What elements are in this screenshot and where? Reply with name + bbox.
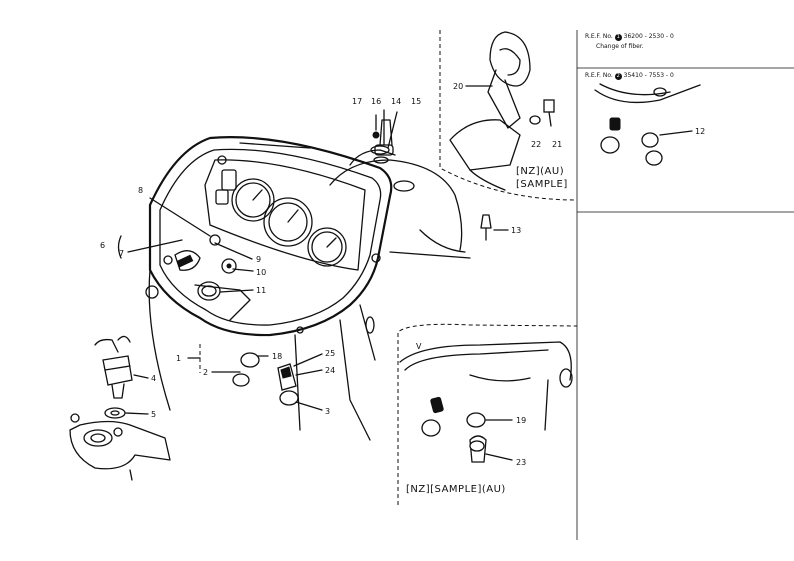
callout-19: 19: [516, 416, 527, 425]
callout-9: 9: [256, 255, 262, 264]
bottom-inset-letter: V: [416, 342, 422, 351]
callout-16: 16: [371, 97, 382, 106]
ref2-line: R.E.F. No. 2 35410 - 7553 - 0: [585, 72, 674, 80]
horn-bracket-20: [449, 31, 555, 191]
ref2-label: R.E.F. No.: [585, 72, 613, 79]
callout-4: 4: [151, 374, 157, 383]
callout-20: 20: [453, 82, 464, 91]
sender-4: [69, 335, 171, 481]
leader-11: [219, 289, 254, 293]
switch-24-25: [277, 353, 323, 411]
leader-10: [232, 268, 254, 272]
callout-12: 12: [695, 127, 706, 136]
callout-23: 23: [516, 458, 527, 467]
callout-3: 3: [325, 407, 331, 416]
callout-10: 10: [256, 268, 267, 277]
top-inset-caption: [NZ](AU): [516, 166, 565, 177]
callout-17: 17: [352, 97, 363, 106]
callout-5: 5: [151, 410, 157, 419]
ref1-line: R.E.F. No. 1 36200 - 2530 - 0: [585, 33, 674, 41]
callout-18: 18: [272, 352, 283, 361]
ref1-code: 36200 - 2530 - 0: [623, 33, 674, 40]
callout-6: 6: [100, 241, 106, 250]
fuel-tank: [329, 119, 466, 253]
callout-13: 13: [511, 226, 522, 235]
knob-assembly-18: [187, 344, 269, 387]
key-switch-assembly: [174, 234, 251, 321]
callout-25: 25: [325, 349, 336, 358]
instrument-panel: [148, 136, 471, 337]
callout-24: 24: [325, 366, 336, 375]
ref1-marker: 1: [614, 34, 622, 41]
bottom-inset-parts: [399, 341, 573, 463]
callout-14: 14: [391, 97, 402, 106]
callout-22: 22: [531, 140, 542, 149]
callout-1: 1: [176, 354, 182, 363]
leader-9: [214, 242, 253, 260]
top-inset-subcaption: [SAMPLE]: [516, 179, 568, 190]
ref2-code: 35410 - 7553 - 0: [623, 72, 674, 79]
callout-7: 7: [119, 249, 125, 258]
bottom-inset-caption: [NZ][SAMPLE](AU): [406, 484, 506, 495]
callout-21: 21: [552, 140, 563, 149]
ref1-label: R.E.F. No.: [585, 33, 613, 40]
top-inset-boundary: [439, 30, 578, 201]
ref1-note: Change of fiber.: [596, 43, 644, 50]
callout-15: 15: [411, 97, 422, 106]
ref-panel-2-parts: [594, 83, 701, 166]
cap-stack: [370, 109, 398, 164]
callout-11: 11: [256, 286, 267, 295]
bracket-6: [117, 235, 122, 259]
sensor-13: [480, 214, 509, 241]
leader-8: [149, 197, 211, 237]
ref2-marker: 2: [614, 73, 622, 80]
column-cover: [145, 269, 376, 441]
bottom-inset-boundary: [397, 323, 578, 505]
callout-2: 2: [203, 368, 209, 377]
callout-8: 8: [138, 186, 144, 195]
